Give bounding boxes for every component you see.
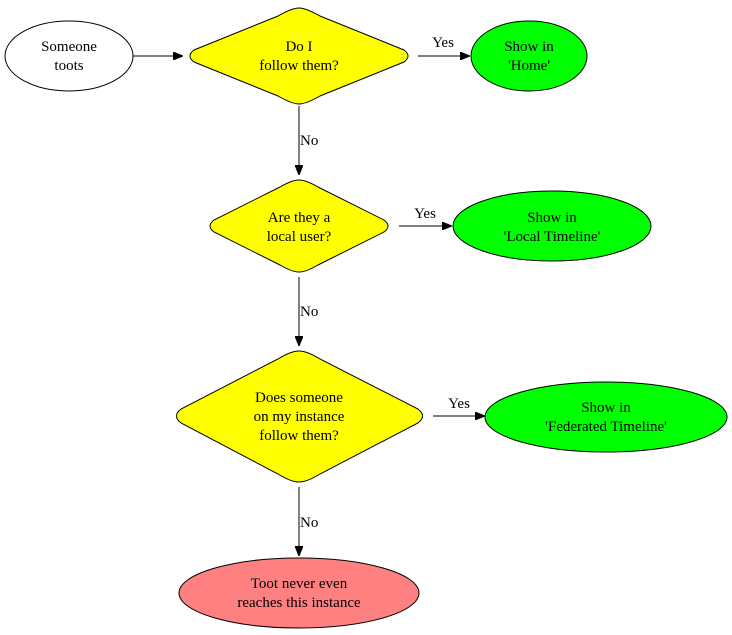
node-label: reaches this instance [237, 595, 361, 611]
node-label: local user? [267, 229, 332, 245]
node-show-local-timeline: Show in 'Local Timeline' [452, 190, 652, 262]
edge-label-yes: Yes [448, 396, 470, 412]
decision-local-user: Are they a local user? [209, 179, 389, 273]
node-label: 'Federated Timeline' [545, 419, 667, 435]
node-label: Someone [41, 39, 97, 55]
node-label: follow them? [259, 428, 339, 444]
node-someone-toots: Someone toots [4, 20, 134, 92]
edge-label-no: No [300, 304, 318, 320]
edge-label-yes: Yes [414, 206, 436, 222]
edge-label-yes: Yes [432, 35, 454, 51]
node-label: 'Home' [508, 58, 550, 74]
node-label: Show in [581, 400, 631, 416]
node-label: Does someone [255, 390, 343, 406]
node-label: Toot never even [251, 576, 348, 592]
node-never-reaches: Toot never even reaches this instance [178, 557, 420, 629]
node-label: Show in [527, 210, 577, 226]
edge-label-no: No [300, 133, 318, 149]
node-label: follow them? [259, 58, 339, 74]
node-show-federated-timeline: Show in 'Federated Timeline' [484, 381, 728, 453]
node-label: 'Local Timeline' [504, 229, 601, 245]
node-label: Do I [285, 39, 312, 55]
decision-follow-them: Do I follow them? [189, 7, 409, 105]
node-label: Are they a [268, 210, 331, 226]
node-label: Show in [504, 39, 554, 55]
decision-instance-follows: Does someone on my instance follow them? [176, 350, 423, 483]
edge-label-no: No [300, 515, 318, 531]
node-label: toots [54, 58, 83, 74]
node-label: on my instance [254, 409, 345, 425]
node-show-home: Show in 'Home' [470, 20, 588, 92]
